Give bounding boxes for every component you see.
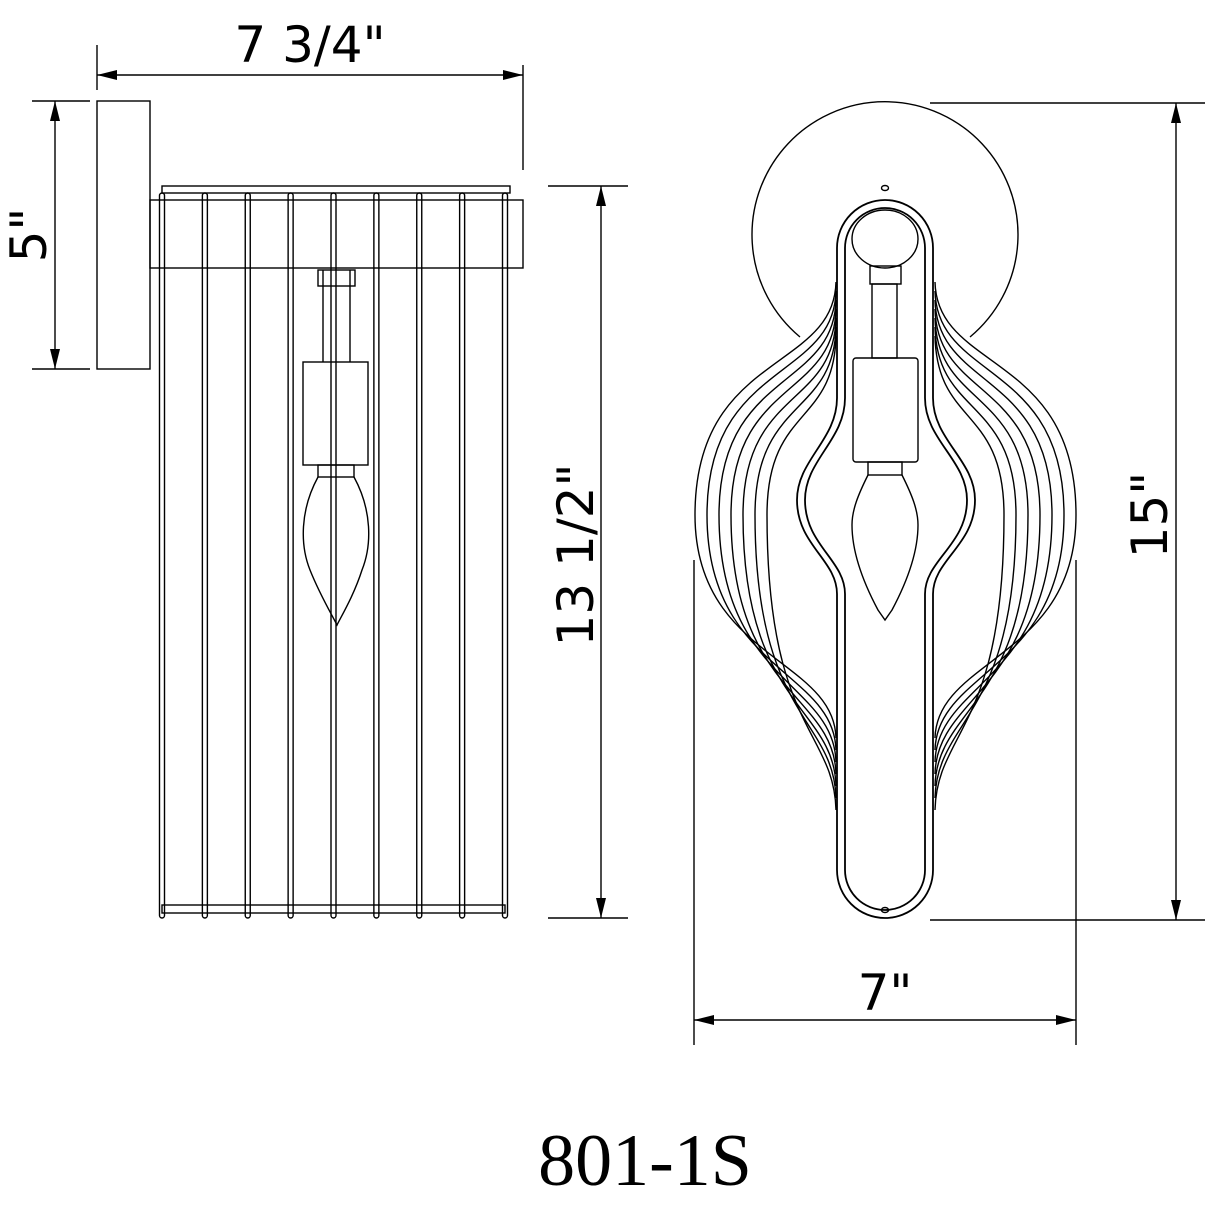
wing-line-left <box>766 335 837 811</box>
dimension-overall-height: 15" <box>930 102 1205 921</box>
dimension-shade-height: 13 1/2" <box>547 185 628 919</box>
wing-lines <box>694 281 1077 811</box>
cage-bar <box>416 192 423 919</box>
wing-line-right <box>934 326 1017 799</box>
overall-width-label: 7" <box>858 964 913 1022</box>
wing-line-left <box>718 299 837 763</box>
arm-outer <box>796 199 976 919</box>
front-stem <box>871 283 898 359</box>
socket-front <box>852 357 919 463</box>
arm-inner <box>804 207 968 911</box>
bottom-screw <box>880 906 890 914</box>
cage-bar <box>201 192 209 919</box>
wing-line-right <box>934 335 1005 811</box>
cage-bar <box>330 192 337 919</box>
wing-line-left <box>730 308 837 775</box>
socket-collar-side <box>317 464 355 478</box>
bulb-side <box>302 476 370 627</box>
wing-line-left <box>694 281 837 739</box>
overall-height-label: 15" <box>1121 472 1179 559</box>
shade-height-label: 13 1/2" <box>547 464 605 647</box>
wing-line-right <box>934 299 1053 763</box>
wing-line-left <box>742 317 837 787</box>
side-view <box>96 100 524 919</box>
dimension-backplate-height: 5" <box>0 100 90 370</box>
backplate-side <box>96 100 151 370</box>
cage-bar <box>501 192 509 919</box>
front-view <box>694 101 1077 919</box>
backplate-front <box>751 101 1019 338</box>
cage-bar <box>458 192 466 919</box>
stem-collar <box>317 269 356 287</box>
cage-bars <box>158 192 509 919</box>
socket-collar-front <box>867 461 903 476</box>
cage-top-rim <box>161 185 511 194</box>
cage-bar <box>244 192 251 919</box>
backplate-height-label: 5" <box>0 208 58 263</box>
wing-line-right <box>934 308 1041 775</box>
dimension-overall-width: 7" <box>693 560 1077 1045</box>
bulb-front <box>851 474 919 622</box>
cage-bar <box>158 192 166 919</box>
cage-bottom-rim <box>161 904 506 914</box>
cage-bar <box>287 192 294 919</box>
top-screw <box>880 184 890 192</box>
front-stem-collar <box>869 265 902 285</box>
model-number: 801-1S <box>538 1120 752 1202</box>
wing-line-left <box>706 290 837 751</box>
cage-bar <box>373 192 380 919</box>
dimension-depth: 7 3/4" <box>96 16 524 170</box>
wing-line-right <box>934 317 1029 787</box>
wing-line-right <box>934 281 1077 739</box>
depth-label: 7 3/4" <box>234 16 385 74</box>
arm-ball <box>851 209 919 269</box>
wing-line-right <box>934 290 1065 751</box>
wing-line-left <box>754 326 837 799</box>
